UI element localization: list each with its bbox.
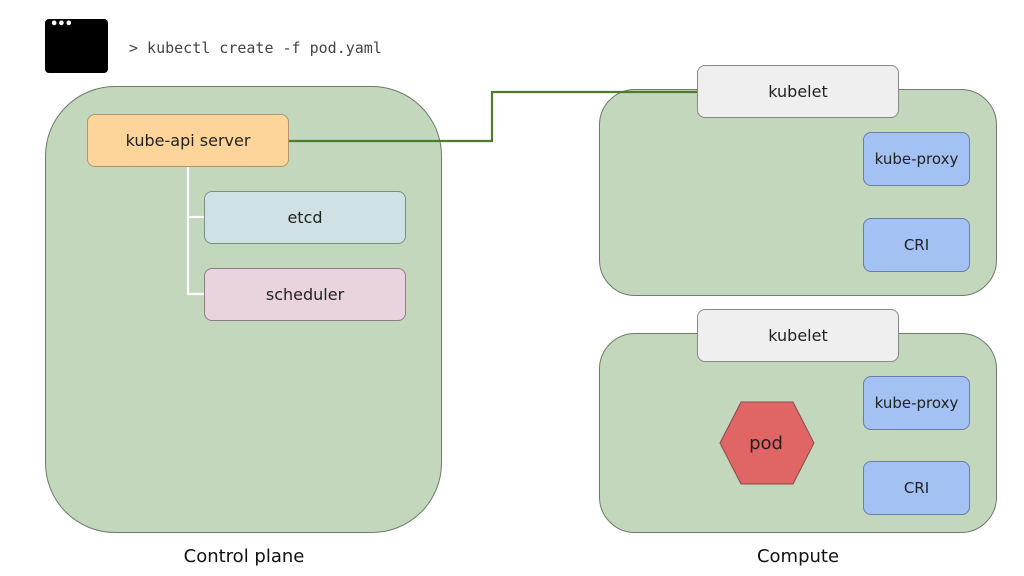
control-plane-caption: Control plane [183,546,305,567]
kube-proxy-box-node-1: kube-proxy [863,132,970,186]
kubectl-command: > kubectl create -f pod.yaml [129,39,382,57]
terminal-window-icon: ••• [45,17,108,73]
cri-box-node-1: CRI [863,218,970,272]
kube-proxy-box-node-2: kube-proxy [863,376,970,430]
kubelet-box-node-2: kubelet [697,309,899,362]
pod-label: pod [749,432,783,454]
scheduler-box: scheduler [204,268,406,321]
tree-connector [186,167,204,296]
etcd-box: etcd [204,191,406,244]
api-to-kubelet-connector [289,90,697,143]
window-dots: ••• [50,17,73,32]
kubelet-box-node-1: kubelet [697,65,899,118]
cri-box-node-2: CRI [863,461,970,515]
kube-api-server-box: kube-api server [87,114,289,167]
pod-hexagon [719,401,815,485]
compute-caption: Compute [756,546,840,567]
